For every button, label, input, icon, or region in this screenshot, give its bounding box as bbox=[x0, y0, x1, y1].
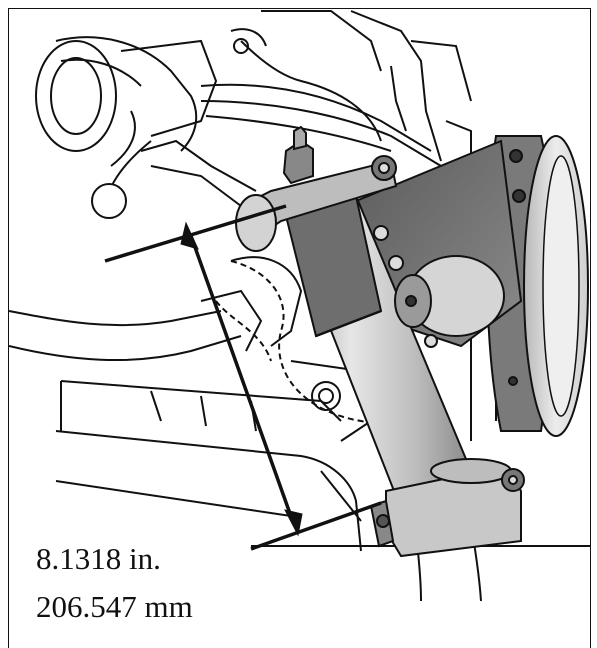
upper-reference-line bbox=[104, 204, 287, 263]
dimension-arrow bbox=[180, 221, 303, 537]
arrowhead-top-icon bbox=[180, 221, 199, 250]
measurement-metric: 206.547 mm bbox=[36, 589, 193, 624]
measurement-imperial: 8.1318 in. bbox=[36, 541, 161, 576]
arrowhead-bottom-icon bbox=[284, 509, 303, 537]
background-line-art bbox=[9, 10, 590, 552]
motorcycle-front-fork-illustration bbox=[9, 10, 590, 602]
fork-tube bbox=[284, 194, 482, 602]
diagram-frame: 8.1318 in. 206.547 mm bbox=[8, 8, 591, 648]
lower-reference-line bbox=[250, 501, 382, 551]
lower-triple-clamp bbox=[369, 458, 525, 558]
turn-signal bbox=[394, 255, 505, 337]
measurement-lines bbox=[104, 204, 382, 551]
